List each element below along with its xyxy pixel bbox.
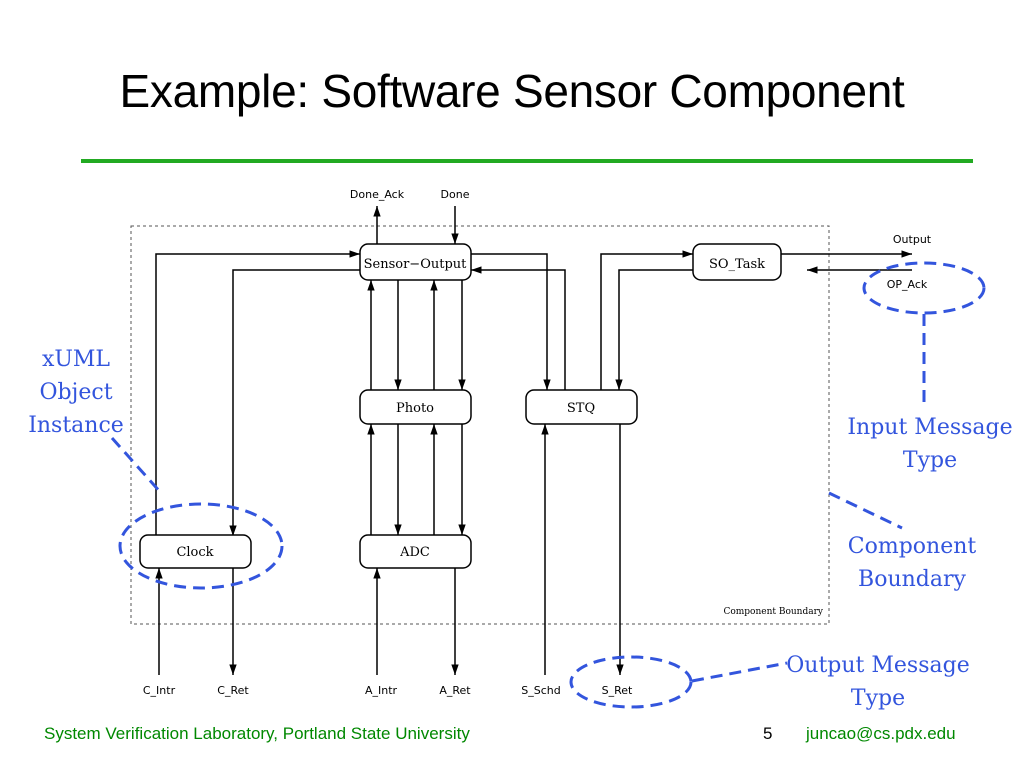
annotation-xuml-line3: Instance bbox=[28, 413, 124, 438]
connector-sensor-to-clock bbox=[229, 269, 360, 536]
annotation-boundary-line1: Component bbox=[848, 534, 977, 559]
leader-boundary bbox=[828, 491, 903, 530]
port-op-ack: OP_Ack bbox=[887, 278, 928, 291]
connectors bbox=[155, 206, 912, 675]
connector-clock-to-sensor bbox=[155, 250, 360, 536]
footer-email: juncao@cs.pdx.edu bbox=[806, 724, 956, 743]
component-so-task: SO_Task bbox=[692, 243, 782, 281]
port-done-ack: Done_Ack bbox=[350, 188, 405, 201]
leader-xuml bbox=[110, 437, 164, 495]
component-boundary-label: Component Boundary bbox=[723, 607, 823, 617]
port-s-ret: S_Ret bbox=[602, 684, 633, 697]
component-clock-label: Clock bbox=[176, 545, 213, 560]
annotation-output-msg-line2: Type bbox=[851, 686, 905, 711]
title-rule bbox=[81, 159, 973, 163]
component-photo: Photo bbox=[359, 389, 472, 425]
footer-lab: System Verification Laboratory, Portland… bbox=[44, 724, 470, 743]
connector-stq-to-sotask bbox=[600, 250, 693, 390]
connector-sotask-to-stq bbox=[615, 269, 693, 390]
component-sensor-output: Sensor−Output bbox=[359, 243, 472, 281]
annotation-xuml-line1: xUML bbox=[42, 347, 110, 372]
component-photo-label: Photo bbox=[396, 401, 434, 416]
component-adc: ADC bbox=[359, 534, 472, 569]
component-boundary-box bbox=[130, 225, 830, 625]
port-a-ret: A_Ret bbox=[439, 684, 471, 697]
component-adc-label: ADC bbox=[399, 545, 430, 560]
slide-title: Example: Software Sensor Component bbox=[119, 65, 905, 117]
highlight-s-ret-ellipse bbox=[569, 655, 693, 709]
component-clock: Clock bbox=[139, 534, 252, 569]
port-c-ret: C_Ret bbox=[217, 684, 249, 697]
connector-sensor-to-stq bbox=[471, 253, 551, 390]
component-sensor-output-label: Sensor−Output bbox=[364, 257, 468, 272]
component-stq: STQ bbox=[525, 389, 638, 425]
port-c-intr: C_Intr bbox=[143, 684, 176, 697]
port-a-intr: A_Intr bbox=[365, 684, 398, 697]
component-stq-label: STQ bbox=[567, 401, 595, 416]
port-done: Done bbox=[441, 188, 470, 201]
port-output: Output bbox=[893, 233, 932, 246]
annotation-input-msg-line2: Type bbox=[903, 448, 957, 473]
component-so-task-label: SO_Task bbox=[709, 257, 765, 272]
highlight-op-ack-ellipse bbox=[862, 261, 986, 315]
leader-output-msg bbox=[691, 661, 788, 683]
port-s-schd: S_Schd bbox=[521, 684, 560, 697]
highlight-clock-ellipse bbox=[118, 502, 284, 590]
footer-page-number: 5 bbox=[763, 724, 773, 743]
connector-stq-to-sensor bbox=[471, 266, 566, 390]
annotation-boundary-line2: Boundary bbox=[858, 567, 966, 592]
annotation-input-msg-line1: Input Message bbox=[847, 415, 1012, 440]
annotation-output-msg-line1: Output Message bbox=[786, 653, 969, 678]
annotation-xuml-line2: Object bbox=[39, 380, 112, 405]
